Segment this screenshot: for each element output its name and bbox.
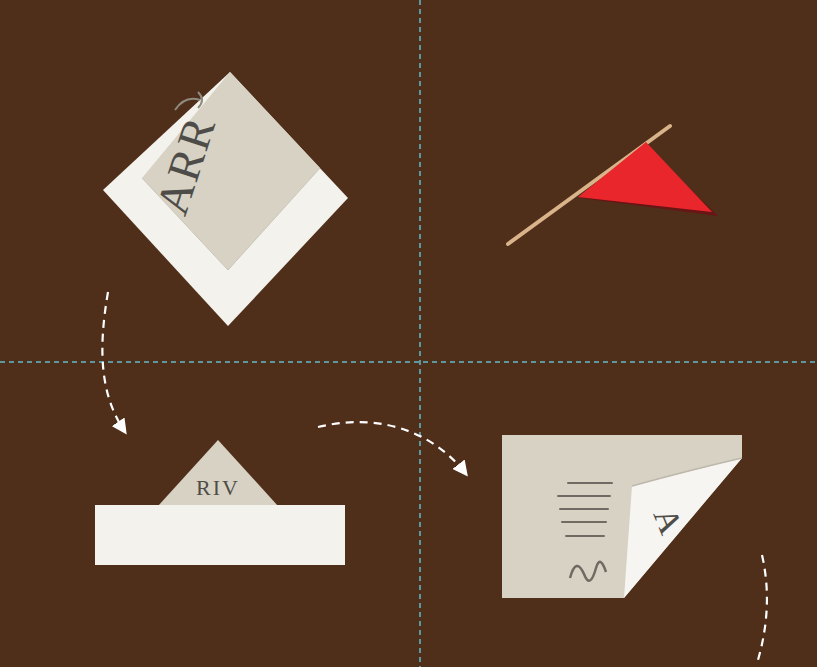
- print-fragment: RIV: [196, 477, 240, 499]
- step-arrow: [758, 555, 767, 660]
- step-arrow: [102, 292, 125, 432]
- folded-strip: [95, 440, 345, 565]
- step-arrow: [318, 422, 466, 474]
- folded-square: [502, 435, 742, 598]
- grid-line: [0, 361, 817, 363]
- grid-line: [419, 0, 421, 667]
- folded-diamond: [103, 72, 348, 326]
- print-fragment: A: [647, 503, 688, 540]
- flag-on-toothpick: [508, 126, 718, 244]
- print-fragment: ARR: [149, 110, 224, 220]
